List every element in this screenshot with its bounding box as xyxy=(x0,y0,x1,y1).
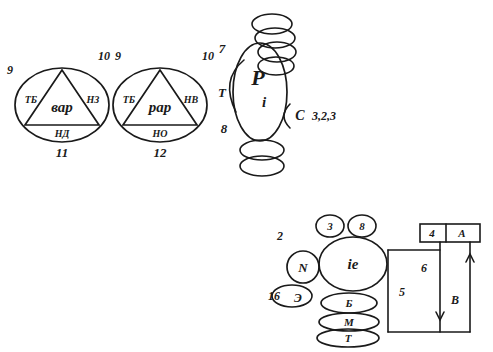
sketch-label: Э xyxy=(294,292,302,304)
sketch-label: 6 xyxy=(421,262,427,274)
sketch-label: 10 xyxy=(98,50,110,62)
sketch-label: НД xyxy=(55,129,70,139)
sketch-label: Т xyxy=(218,86,226,99)
sketch-label: ТБ xyxy=(25,95,37,105)
sketch-label: 9 xyxy=(115,50,121,62)
shape-letter: Р xyxy=(251,67,264,89)
oval-shape: Т xyxy=(316,328,380,348)
shape-letter: вар xyxy=(51,100,73,115)
sketch-label: НВ xyxy=(184,95,198,105)
sketch-label: 5 xyxy=(399,286,405,298)
sketch-label: 10 xyxy=(202,50,214,62)
shape-letter: М xyxy=(344,317,354,328)
shape-letter: 12 xyxy=(154,146,167,159)
sketch-label: С xyxy=(295,109,304,123)
shape-letter: N xyxy=(298,261,307,274)
sketch-label: В xyxy=(451,294,459,306)
shape-letter: i xyxy=(262,95,266,110)
sketch-label: НО xyxy=(153,129,168,139)
oval-shape: Рi xyxy=(232,42,288,142)
sketch-label: НЗ xyxy=(87,95,100,105)
sketch-label: 8 xyxy=(359,221,365,232)
sketch-label: 7 xyxy=(219,42,226,55)
oval-outline xyxy=(232,42,288,142)
sketch-label: 2 xyxy=(277,230,283,242)
sketch-label: 4 xyxy=(429,228,435,239)
sketch-label: 9 xyxy=(7,64,13,76)
sketch-label: А xyxy=(458,228,465,239)
oval-shape: ie xyxy=(318,236,388,292)
shape-letter: Т xyxy=(345,333,352,344)
sketch-label: ТБ xyxy=(123,95,135,105)
shape-letter: ie xyxy=(348,257,359,272)
sketch-label: 3,2,3 xyxy=(312,110,336,122)
oval-shape: Б xyxy=(320,292,378,314)
sketch-label: 8 xyxy=(221,122,228,135)
oval-shape: N xyxy=(286,250,320,284)
sketch-label: 3 xyxy=(327,221,333,232)
shape-letter: 11 xyxy=(56,146,68,159)
shape-letter: рар xyxy=(149,100,172,115)
shape-letter: Б xyxy=(346,298,353,309)
sketch-label: 16 xyxy=(268,290,280,302)
